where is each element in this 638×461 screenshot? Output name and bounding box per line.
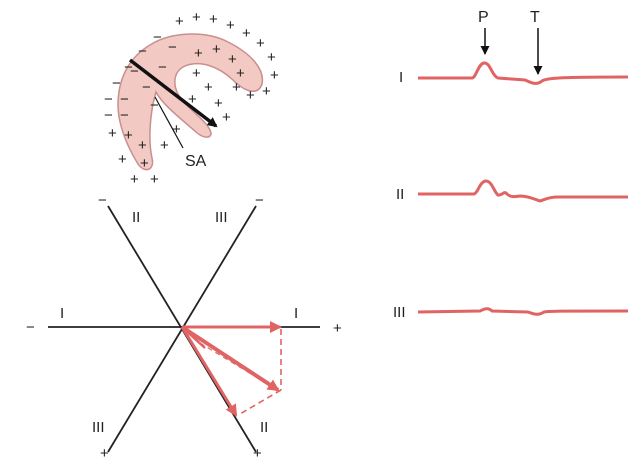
projection-guide: [199, 342, 277, 390]
plus-sign: +: [270, 67, 279, 84]
minus-sign: −: [150, 97, 159, 114]
plus-signs: + + + + + + + + + + + + + + + + + + + + …: [108, 9, 279, 188]
projection-guide: [239, 389, 282, 415]
minus-sign: −: [120, 91, 129, 108]
plus-sign: +: [124, 127, 133, 144]
minus-signs: − − − − − − − − − − − − −: [104, 29, 177, 124]
minus-sign: −: [158, 59, 167, 76]
p-wave-label: P: [478, 9, 489, 26]
plus-sign: +: [138, 137, 147, 154]
ecg-trace: [418, 61, 629, 85]
minus-sign: −: [168, 39, 177, 56]
plus-sign: +: [172, 121, 181, 138]
plus-sign: +: [118, 151, 127, 168]
plus-sign: +: [192, 65, 201, 82]
lead-i-neg-sign: −: [26, 319, 35, 336]
triaxial-reference: I I II II III III − + − + − +: [26, 192, 342, 461]
plus-sign: +: [194, 45, 203, 62]
minus-sign: −: [124, 59, 133, 76]
minus-sign: −: [138, 43, 147, 60]
t-wave-label: T: [530, 9, 540, 26]
plus-sign: +: [212, 41, 221, 58]
trace-label: III: [393, 304, 406, 321]
minus-sign: −: [120, 107, 129, 124]
plus-sign: +: [108, 125, 117, 142]
trace-label: II: [396, 186, 404, 203]
plus-sign: +: [130, 171, 139, 188]
plus-sign: +: [204, 79, 213, 96]
plus-sign: +: [236, 65, 245, 82]
minus-sign: −: [104, 91, 113, 108]
plus-sign: +: [256, 35, 265, 52]
lead-iii-label-bottom: III: [92, 419, 105, 436]
sa-node-label: SA: [185, 153, 207, 170]
mean-electrical-vector: [180, 325, 280, 392]
lead-iii-projection-vector: [181, 326, 206, 349]
lead-ii-label-bottom: II: [260, 419, 268, 436]
plus-sign: +: [226, 17, 235, 34]
sa-node-pointer: [154, 96, 184, 149]
plus-sign: +: [262, 83, 271, 100]
lead-iii-neg-sign: −: [255, 192, 264, 209]
minus-sign: −: [112, 75, 121, 92]
trace-label: I: [399, 69, 403, 86]
heart-shape: [117, 33, 264, 171]
lead-i-label-left: I: [60, 305, 64, 322]
lead-ii-neg-sign: −: [98, 192, 107, 209]
plus-sign: +: [232, 79, 241, 96]
ecg-traces: I P T II III: [393, 9, 629, 321]
lead-i-pos-sign: +: [333, 320, 342, 337]
lead-ii-pos-sign: +: [253, 445, 262, 461]
plus-sign: +: [214, 95, 223, 112]
plus-sign: +: [267, 49, 276, 66]
plus-sign: +: [150, 171, 159, 188]
ecg-trace: [417, 307, 629, 316]
ecg-trace: [418, 179, 628, 203]
minus-sign: −: [153, 29, 162, 46]
plus-sign: +: [175, 13, 184, 30]
plus-sign: +: [160, 137, 169, 154]
minus-sign: −: [104, 107, 113, 124]
lead-iii-label-top: III: [215, 209, 228, 226]
plus-sign: +: [209, 11, 218, 28]
plus-sign: +: [140, 155, 149, 172]
plus-sign: +: [192, 9, 201, 26]
minus-sign: −: [142, 79, 151, 96]
minus-sign: −: [130, 63, 139, 80]
plus-sign: +: [242, 25, 251, 42]
lead-ii-label-top: II: [132, 209, 140, 226]
plus-sign: +: [228, 51, 237, 68]
plus-sign: +: [188, 91, 197, 108]
lead-ii-projection-vector: [180, 326, 238, 417]
electrical-axis-arrow: [128, 58, 218, 128]
plus-sign: +: [222, 109, 231, 126]
plus-sign: +: [246, 87, 255, 104]
lead-iii-pos-sign: +: [100, 445, 109, 461]
lead-i-label-right: I: [294, 305, 298, 322]
heart-diagram: − − − − − − − − − − − − − + + + + + + + …: [104, 9, 279, 188]
